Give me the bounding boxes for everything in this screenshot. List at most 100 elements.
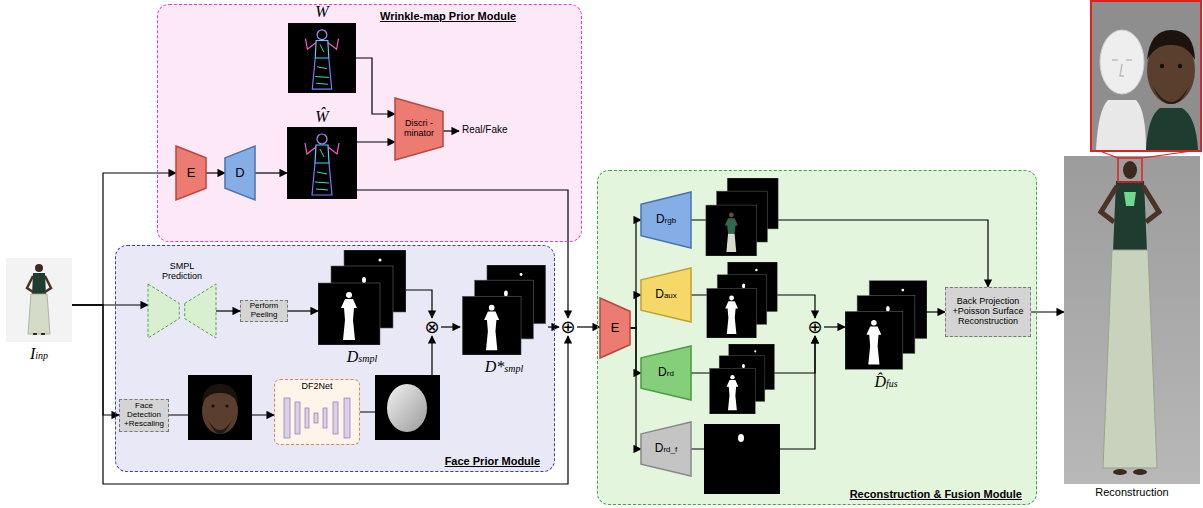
- layer-block: [323, 408, 327, 428]
- layer-block: [314, 413, 318, 423]
- face-depth-blob: [738, 434, 744, 442]
- block-outline: [641, 192, 691, 248]
- person-feet: [33, 333, 45, 335]
- bust-shoulders: [1096, 100, 1146, 150]
- image-caption: W: [315, 2, 328, 21]
- label-text: Perform Peeling: [244, 302, 284, 320]
- decoder-block: Daux: [641, 268, 691, 322]
- concat-operator: ⊕: [806, 318, 824, 336]
- operator-symbol: ⊗: [424, 318, 439, 336]
- smpl-network: SMPL Prediction: [148, 262, 216, 338]
- render-ground: [1064, 156, 1200, 484]
- bust-face: [1100, 30, 1144, 94]
- zoom-line: [1142, 151, 1192, 158]
- depth-stack: [318, 250, 406, 345]
- hourglass-half: [185, 284, 216, 338]
- network-sketch: [275, 380, 359, 444]
- face-network: DF2Net: [274, 379, 360, 445]
- person-head: [35, 264, 43, 272]
- beard: [208, 420, 232, 434]
- face-beard: [1153, 86, 1189, 104]
- eye: [225, 404, 228, 407]
- module-region: Reconstruction & Fusion ModuleEDrgbDauxD…: [597, 170, 1037, 505]
- render-skirt: [1103, 250, 1157, 468]
- render-arms: [1101, 186, 1159, 222]
- mask-ground: [375, 375, 440, 440]
- connector: [72, 173, 176, 305]
- label-text: Face Detection +Rescaling: [122, 402, 166, 428]
- label-text: Daux: [655, 288, 677, 301]
- input-image: Iinp: [6, 258, 72, 342]
- connector: [630, 295, 641, 328]
- module-region: Wrinkle-map Prior ModuleWEDŴDiscri -mina…: [157, 4, 582, 242]
- connector: [216, 310, 240, 311]
- photo-ground: [6, 258, 72, 342]
- decoder-block: D: [225, 146, 255, 200]
- label-text: D: [235, 166, 244, 180]
- block-outline: [641, 268, 691, 322]
- image-caption: D*smpl: [485, 357, 523, 376]
- decoder-block: Drgb: [641, 192, 691, 248]
- aux-stack: [707, 262, 777, 338]
- process-box: Back Projection +Poisson Surface Reconst…: [945, 287, 1031, 337]
- render-print: [1124, 192, 1136, 206]
- block-outline: [225, 146, 255, 200]
- decoder-block: Drd_f: [641, 422, 691, 476]
- mask-face: [387, 384, 427, 432]
- eye: [211, 404, 214, 407]
- face-shirt: [1146, 108, 1198, 150]
- network-ground: [275, 380, 359, 444]
- connector: [255, 172, 287, 173]
- connector: [288, 310, 318, 311]
- label-text: Drd_f: [655, 442, 677, 455]
- label-text: Back Projection +Poisson Surface Reconst…: [948, 297, 1028, 327]
- label-text: Drd: [658, 366, 674, 379]
- module-region: Face Prior ModuleSMPL PredictionPerform …: [115, 245, 555, 472]
- output-label: Real/Fake: [462, 124, 508, 135]
- connector: [630, 220, 641, 328]
- label-text: DF2Net: [301, 382, 332, 392]
- reconstruction-render: [1064, 151, 1200, 484]
- region-fill: [157, 4, 582, 242]
- label-text: E: [187, 166, 196, 180]
- module-title: Wrinkle-map Prior Module: [380, 10, 516, 22]
- layer-block: [344, 398, 350, 438]
- face-crop: [188, 375, 252, 440]
- hourglass-shape: [148, 284, 216, 338]
- region-fill: [115, 245, 555, 472]
- layer-block: [305, 408, 309, 428]
- label-text: Drgb: [656, 213, 676, 226]
- label-text: SMPL Prediction: [156, 262, 208, 282]
- face-hair: [1147, 30, 1195, 60]
- image-caption: Dsmpl: [347, 347, 377, 366]
- face-depth: [704, 424, 780, 494]
- zoom-inset: [1091, 1, 1201, 151]
- image-caption: D̂fus: [874, 372, 897, 391]
- wrinkle-map-picture: [287, 127, 357, 199]
- face-mask: [375, 375, 440, 440]
- image-caption: Iinp: [30, 344, 48, 363]
- image-caption: Ŵ: [315, 107, 328, 126]
- operator-symbol: ⊕: [560, 318, 575, 336]
- fused-stack: [845, 281, 927, 370]
- wrinkle-map: W: [288, 22, 356, 94]
- image-caption: Reconstruction: [1095, 486, 1168, 499]
- connector: [927, 311, 945, 312]
- connector: [824, 326, 845, 327]
- reconstruction-figure: Reconstruction: [1064, 156, 1200, 484]
- connector: [1031, 311, 1064, 312]
- connector: [356, 58, 395, 114]
- output-arrow: [443, 130, 459, 131]
- zoom-line: [1100, 151, 1118, 158]
- block-outline: [395, 98, 443, 160]
- hair: [202, 384, 238, 402]
- connector: [206, 172, 225, 173]
- depth-stack: [462, 265, 545, 355]
- render-foot: [1133, 469, 1147, 475]
- wrinkle-map-picture: [288, 23, 356, 93]
- concat-operator: ⊕: [559, 318, 577, 336]
- face-eye: [1178, 64, 1182, 68]
